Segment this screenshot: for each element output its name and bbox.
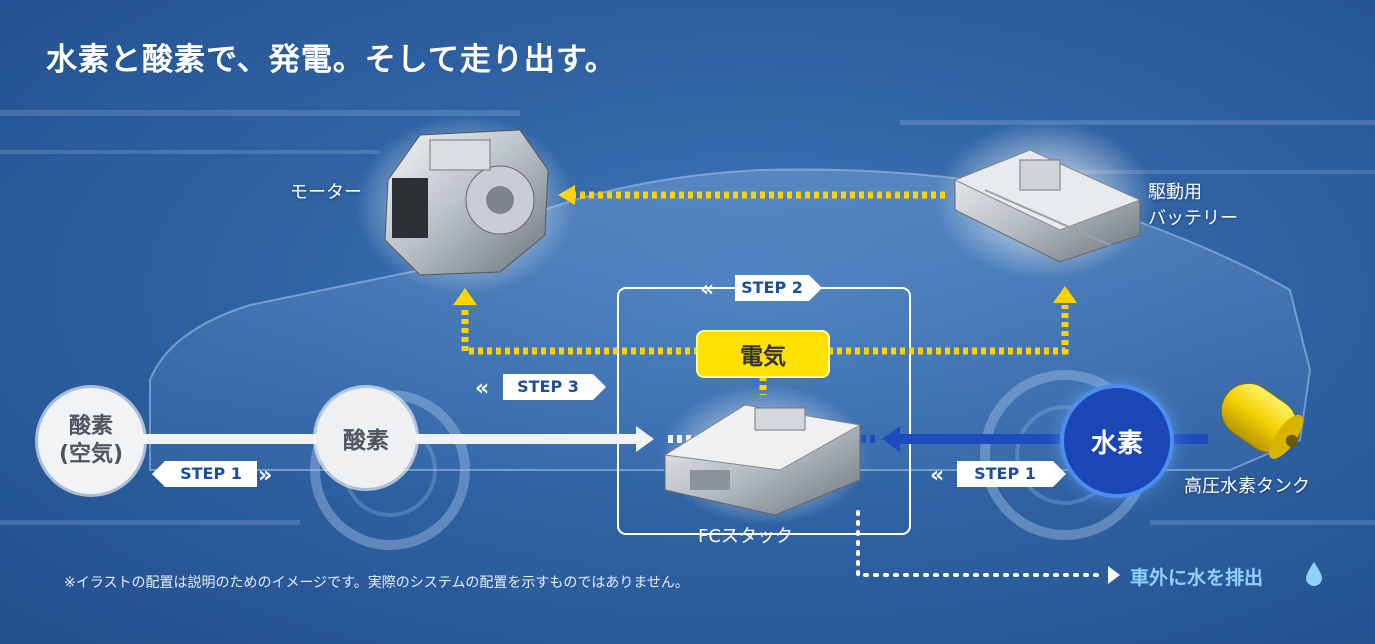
fc-stack-label: FCスタック [698, 526, 793, 547]
fc-stack-image [660, 385, 870, 525]
motor-label: モーター [290, 182, 362, 203]
battery-image [935, 120, 1155, 280]
water-drop-icon [1306, 562, 1322, 586]
electricity-badge: 電気 [698, 332, 828, 376]
step2-tab: STEP 2 [735, 275, 809, 301]
battery-label: 駆動用 バッテリー [1148, 180, 1238, 232]
page-title: 水素と酸素で、発電。そして走り出す。 [46, 42, 617, 78]
step1-right-tab: STEP 1 [957, 461, 1053, 487]
motor-image [355, 115, 575, 295]
air-node-line2: (空気) [58, 442, 124, 467]
svg-text:«: « [475, 376, 489, 401]
air-oxygen-node: 酸素 (空気) [38, 388, 144, 494]
battery-label-line2: バッテリー [1148, 208, 1238, 229]
hydrogen-tank-image [1220, 382, 1304, 459]
step-tabs-shapes [152, 275, 1066, 487]
oxygen-node: 酸素 [316, 388, 416, 488]
step3-tab: STEP 3 [503, 374, 593, 400]
oxygen-flow [140, 426, 700, 452]
svg-text:»: » [258, 463, 272, 488]
hydrogen-tank-label: 高圧水素タンク [1184, 476, 1310, 497]
svg-text:«: « [700, 277, 714, 302]
svg-text:«: « [930, 463, 944, 488]
step1-left-tab: STEP 1 [165, 461, 257, 487]
water-output-label: 車外に水を排出 [1130, 567, 1264, 589]
step-chevrons: « « » « [258, 277, 944, 488]
battery-label-line1: 駆動用 [1148, 182, 1202, 203]
air-node-line1: 酸素 [68, 414, 113, 439]
hydrogen-node: 水素 [1064, 388, 1170, 494]
speed-streaks [0, 110, 1375, 525]
footnote: ※イラストの配置は説明のためのイメージです。実際のシステムの配置を示すものではあ… [64, 575, 689, 591]
water-exhaust-flow [856, 510, 1120, 584]
